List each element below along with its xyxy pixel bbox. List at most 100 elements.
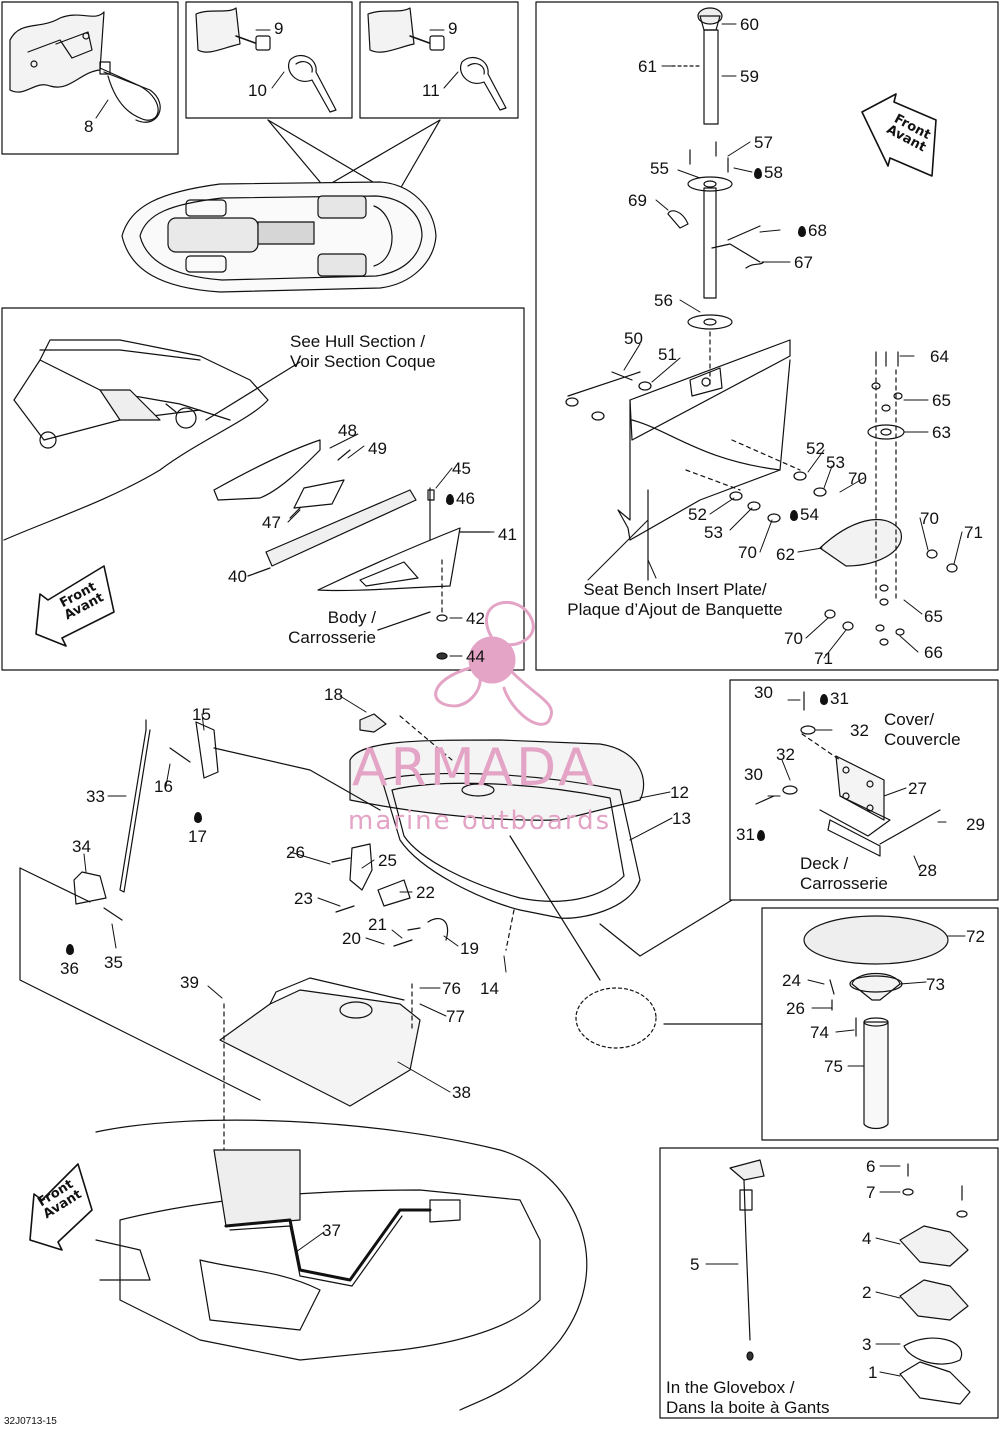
part-label: 18 bbox=[324, 685, 343, 704]
part-label: 22 bbox=[416, 883, 435, 902]
part-label: 26 bbox=[286, 843, 305, 862]
part-label: 75 bbox=[824, 1057, 843, 1076]
watermark-brand: ARMADA bbox=[352, 738, 597, 798]
front-arrows bbox=[29, 93, 937, 1251]
part-label: 25 bbox=[378, 851, 397, 870]
part-label: 66 bbox=[924, 643, 943, 662]
part-label: 5 bbox=[690, 1255, 700, 1274]
part-label: 65 bbox=[924, 607, 943, 626]
bracket-62-63 bbox=[819, 351, 958, 646]
deck-caption: Deck / Carrosserie bbox=[800, 854, 888, 893]
part-label: 10 bbox=[248, 81, 267, 100]
front-arrow-top bbox=[861, 93, 937, 177]
hinge-latch-parts bbox=[19, 719, 449, 1101]
part-label: 32 bbox=[850, 721, 869, 740]
part-label: 53 bbox=[704, 523, 723, 542]
front-arrow-middle bbox=[35, 565, 115, 647]
body-side-view bbox=[3, 339, 301, 541]
part-label: 47 bbox=[262, 513, 281, 532]
part-label-with-drop: 54 bbox=[790, 506, 819, 523]
part-label: 63 bbox=[932, 423, 951, 442]
seat-post-assembly bbox=[667, 7, 765, 385]
part-label: 29 bbox=[966, 815, 985, 834]
part-label: 67 bbox=[794, 253, 813, 272]
screw-tie-detail-10 bbox=[195, 7, 337, 113]
screw-tie-detail-11 bbox=[367, 7, 507, 111]
part-label: 76 bbox=[442, 979, 461, 998]
part-label: 38 bbox=[452, 1083, 471, 1102]
part-label: 42 bbox=[466, 609, 485, 628]
part-label: 59 bbox=[740, 67, 759, 86]
part-label: 33 bbox=[86, 787, 105, 806]
part-label: 7 bbox=[866, 1183, 876, 1202]
hull-section-caption: See Hull Section / Voir Section Coque bbox=[290, 332, 436, 371]
part-label: 21 bbox=[368, 915, 387, 934]
part-label: 70 bbox=[784, 629, 803, 648]
drop-icon bbox=[798, 226, 806, 237]
part-label: 27 bbox=[908, 779, 927, 798]
part-label: 30 bbox=[754, 683, 773, 702]
part-label: 72 bbox=[966, 927, 985, 946]
diagram-code: 32J0713-15 bbox=[4, 1416, 57, 1427]
part-label: 70 bbox=[848, 469, 867, 488]
part-label: 69 bbox=[628, 191, 647, 210]
glovebox-caption: In the Glovebox / Dans la boite à Gants bbox=[666, 1378, 830, 1417]
part-label: 23 bbox=[294, 889, 313, 908]
part-label: 14 bbox=[480, 979, 499, 998]
part-label: 9 bbox=[274, 19, 284, 38]
part-label: 64 bbox=[930, 347, 949, 366]
drop-icon bbox=[194, 812, 202, 823]
part-label: 15 bbox=[192, 705, 211, 724]
part-label: 52 bbox=[688, 505, 707, 524]
part-label: 70 bbox=[920, 509, 939, 528]
part-label: 39 bbox=[180, 973, 199, 992]
part-label: 8 bbox=[84, 117, 94, 136]
part-label: 4 bbox=[862, 1229, 872, 1248]
part-label: 52 bbox=[806, 439, 825, 458]
seat-bench-caption: Seat Bench Insert Plate/ Plaque d’Ajout … bbox=[567, 580, 783, 619]
part-label: 49 bbox=[368, 439, 387, 458]
part-label: 71 bbox=[814, 649, 833, 668]
part-label: 60 bbox=[740, 15, 759, 34]
part-label-with-drop: 31 bbox=[820, 690, 849, 707]
part-label: 37 bbox=[322, 1221, 341, 1240]
drop-icon bbox=[66, 944, 74, 955]
part-label-with-drop: 68 bbox=[798, 222, 827, 239]
part-label: 62 bbox=[776, 545, 795, 564]
drop-icon bbox=[790, 510, 798, 521]
part-label: 3 bbox=[862, 1335, 872, 1354]
boat-top-view bbox=[121, 181, 437, 293]
part-label: 74 bbox=[810, 1023, 829, 1042]
part-label: 57 bbox=[754, 133, 773, 152]
part-label: 9 bbox=[448, 19, 458, 38]
part-label: 6 bbox=[866, 1157, 876, 1176]
front-arrow-bottom bbox=[29, 1163, 93, 1251]
part-label: 19 bbox=[460, 939, 479, 958]
hinge-27 bbox=[755, 691, 941, 857]
part-label: 35 bbox=[104, 953, 123, 972]
part-label: 53 bbox=[826, 453, 845, 472]
part-label: 55 bbox=[650, 159, 669, 178]
watermark-propeller bbox=[434, 600, 554, 726]
seat-bench-plate bbox=[565, 339, 801, 581]
part-label: 41 bbox=[498, 525, 517, 544]
part-label: 11 bbox=[422, 81, 440, 100]
part-label: 32 bbox=[776, 745, 795, 764]
part-label: 28 bbox=[918, 861, 937, 880]
part-label: 70 bbox=[738, 543, 757, 562]
part-label: 45 bbox=[452, 459, 471, 478]
part-label: 26 bbox=[786, 999, 805, 1018]
part-label: 1 bbox=[868, 1363, 878, 1382]
drop-icon bbox=[820, 694, 828, 705]
hardware-52-54 bbox=[729, 471, 827, 523]
part-label: 44 bbox=[466, 647, 485, 666]
part-label-with-drop: 58 bbox=[754, 164, 783, 181]
latch-assembly bbox=[729, 1159, 971, 1405]
part-label: 77 bbox=[446, 1007, 465, 1026]
part-label: 30 bbox=[744, 765, 763, 784]
part-label: 56 bbox=[654, 291, 673, 310]
drop-icon bbox=[754, 168, 762, 179]
part-label-with-drop: 46 bbox=[446, 490, 475, 507]
seat-base-38 bbox=[219, 977, 421, 1151]
